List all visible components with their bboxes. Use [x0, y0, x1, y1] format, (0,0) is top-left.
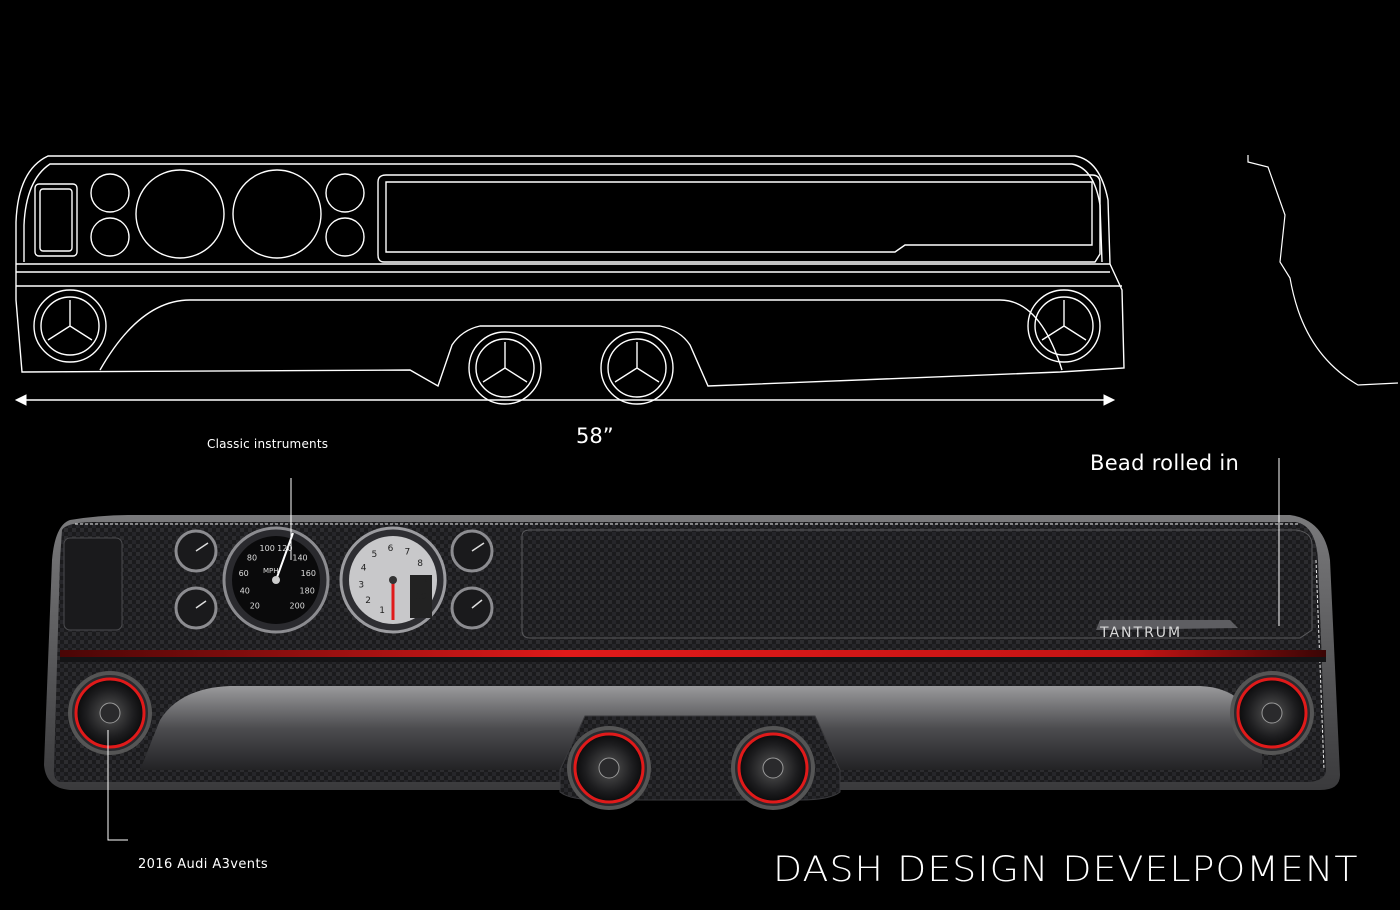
tach-tick: 10: [415, 592, 427, 602]
outline-vent-center-right: [600, 331, 674, 405]
tach-tick: 2: [365, 596, 371, 606]
speedo-tick: 180: [300, 587, 315, 596]
outline-vent-right: [1027, 289, 1101, 363]
tantrum-badge: TANTRUM: [1099, 625, 1182, 641]
outline-gauge-small-3: [325, 173, 365, 213]
dash-lower-sweep-line: [99, 299, 1063, 371]
tach-tick: 3: [358, 580, 364, 590]
tach-tick: 1: [379, 606, 385, 616]
page-title: DASH DESIGN DEVELPOMENT: [773, 850, 1359, 890]
speedo-tick: 120: [277, 544, 292, 553]
speedo-tick: 60: [239, 569, 249, 578]
speedo-tick: 40: [240, 587, 250, 596]
speedo-tick: 20: [250, 601, 260, 610]
tach-tick: 5: [372, 550, 378, 560]
outline-gauge-small-1: [90, 173, 130, 213]
leader-lines: [107, 458, 1280, 841]
audi-vent-right: [1230, 671, 1314, 755]
tach-tick: 6: [388, 544, 394, 554]
outline-vent-left: [33, 289, 107, 363]
audi-vent-center-left: [567, 726, 651, 810]
contrast-stitch-side: [1315, 559, 1325, 771]
outline-gauge-large-1: [135, 169, 225, 259]
audi-vent-left: [68, 671, 152, 755]
speedo-tick: 80: [247, 553, 257, 562]
bead-rolled-label: Bead rolled in: [1090, 451, 1240, 475]
speedo-tick: 200: [290, 601, 305, 610]
outline-gauge-large-2: [232, 169, 322, 259]
speedo-tick: 100: [260, 544, 275, 553]
glovebox-panel: [521, 529, 1313, 639]
dash-top-inner-line: [23, 163, 1103, 263]
dimension-arrow: [14, 394, 1116, 406]
outline-left-pocket: [34, 183, 78, 257]
tach-tick: 7: [405, 547, 411, 557]
speedo-tick: 140: [292, 553, 307, 562]
outline-vent-center-left: [468, 331, 542, 405]
classic-instruments-label: Classic instruments: [207, 437, 329, 451]
audi-vent-center-right: [731, 726, 815, 810]
tach-tick: 4: [361, 563, 367, 573]
speedo-unit-label: MPH: [263, 567, 279, 575]
leader-audi: [107, 730, 128, 841]
dash-outline-drawing: [15, 155, 1399, 405]
side-profile-line: [1247, 155, 1399, 386]
speedo-tick: 160: [301, 569, 316, 578]
tach-tick: 9: [422, 575, 428, 585]
tach-tick: 8: [417, 559, 423, 569]
outline-gauge-small-2: [90, 217, 130, 257]
outline-gauge-small-4: [325, 217, 365, 257]
dash-width-label: 58”: [576, 424, 614, 448]
red-accent-stripe: [60, 650, 1326, 657]
outline-glovebox: [377, 174, 1101, 263]
aux-gauges: [174, 529, 494, 630]
dash-outline-shell: [15, 155, 1125, 388]
audi-vents-label: 2016 Audi A3vents: [138, 857, 269, 872]
